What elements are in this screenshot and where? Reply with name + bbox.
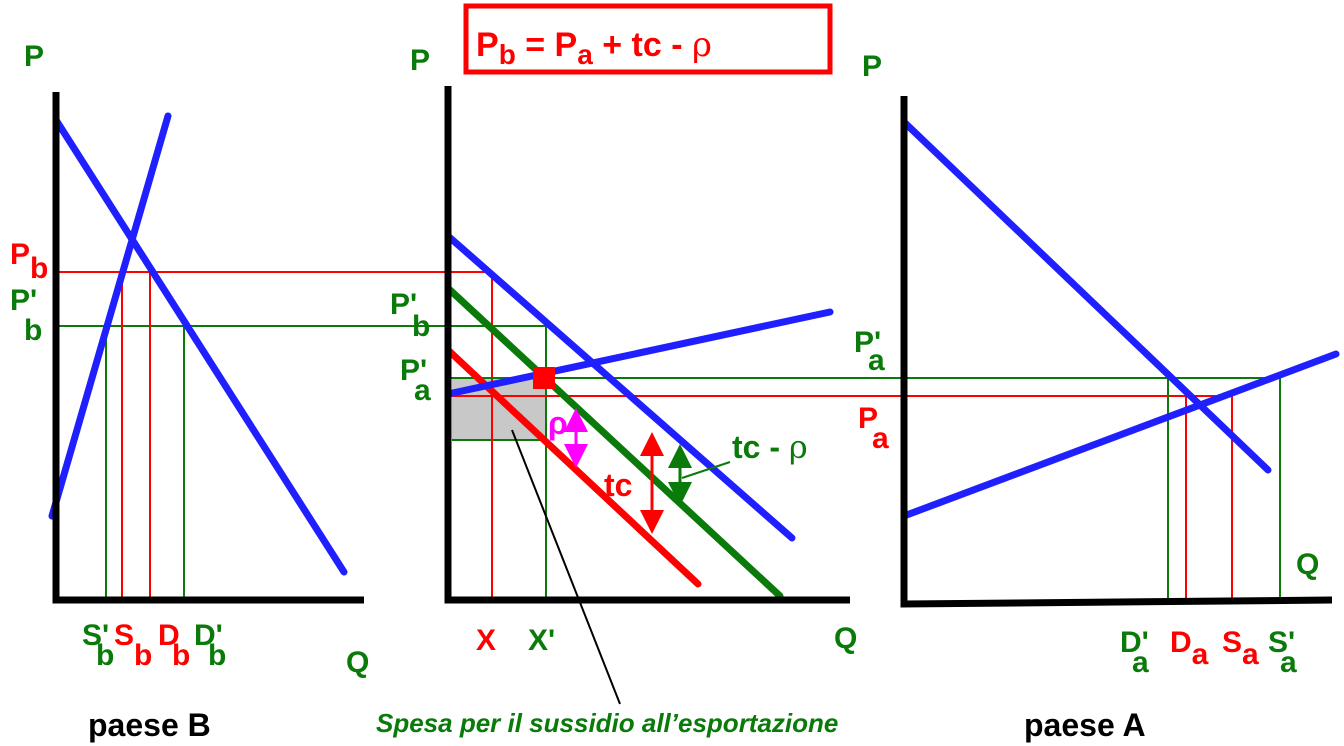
price-label-pb: Pb bbox=[10, 238, 48, 285]
rho-label: ρ bbox=[548, 405, 568, 441]
qty-label-sa: Sa bbox=[1222, 626, 1259, 671]
subsidy-caption: Spesa per il sussidio all’esportazione bbox=[376, 708, 838, 738]
formula: Pb = Pa + tc - ρ bbox=[476, 25, 712, 70]
tc-minus-rho-label: tc - ρ bbox=[732, 428, 808, 466]
formula-rhs: + tc - bbox=[593, 26, 692, 64]
demand-curve-b bbox=[52, 116, 348, 576]
caption-paese-a: paese A bbox=[1024, 707, 1146, 743]
caption-paese-b: paese B bbox=[88, 707, 211, 743]
qty-label-x-prime: X' bbox=[528, 624, 555, 657]
tc-minus-rho-leader bbox=[681, 461, 731, 479]
price-label-pa-prime-mid: P'a bbox=[400, 354, 431, 407]
axis-p-label-mid: P bbox=[410, 44, 430, 77]
qty-label-sa-prime: S'a bbox=[1268, 626, 1297, 679]
export-supply-subsidy-curve bbox=[446, 286, 784, 600]
axis-q-label-a: Q bbox=[1296, 548, 1319, 581]
formula-lhs-sub: b bbox=[499, 39, 516, 70]
formula-lhs: P bbox=[476, 26, 499, 64]
equilibrium-point bbox=[533, 367, 555, 389]
subsidy-pointer bbox=[511, 429, 621, 705]
qty-label-sb: Sb bbox=[114, 619, 152, 672]
formula-mid-sub: a bbox=[577, 39, 593, 70]
import-demand-curve bbox=[444, 232, 796, 542]
export-supply-curve bbox=[444, 308, 834, 398]
demand-curve-a bbox=[900, 118, 1272, 474]
price-label-pa-prime: P'a bbox=[854, 326, 885, 377]
qty-label-da-prime: D'a bbox=[1120, 626, 1149, 679]
supply-curve-a bbox=[900, 350, 1340, 520]
supply-curve-b bbox=[48, 112, 172, 520]
axis-q-label-mid: Q bbox=[834, 622, 857, 655]
qty-label-x: X bbox=[476, 624, 496, 657]
formula-box bbox=[463, 3, 833, 75]
qty-label-db-prime: D'b bbox=[194, 619, 226, 672]
formula-rho: ρ bbox=[692, 25, 712, 65]
axis-p-label-b: P bbox=[24, 40, 44, 73]
axes-a bbox=[900, 96, 1333, 608]
tc-label: tc bbox=[604, 467, 632, 503]
axis-p-label-a: P bbox=[862, 50, 882, 83]
formula-mid: = P bbox=[516, 26, 577, 64]
panel-mid: P Q P'b P'a X X' ρ tc tc - ρ Spesa per i… bbox=[376, 44, 1280, 738]
qty-label-da: Da bbox=[1170, 626, 1209, 671]
axes-b bbox=[52, 92, 364, 604]
qty-label-sb-prime: S'b bbox=[82, 619, 114, 672]
axes-mid bbox=[444, 86, 850, 604]
axis-q-label-b: Q bbox=[346, 646, 369, 679]
price-label-pb-prime-mid: P'b bbox=[390, 288, 430, 343]
price-label-pb-prime: P'b bbox=[10, 284, 42, 347]
